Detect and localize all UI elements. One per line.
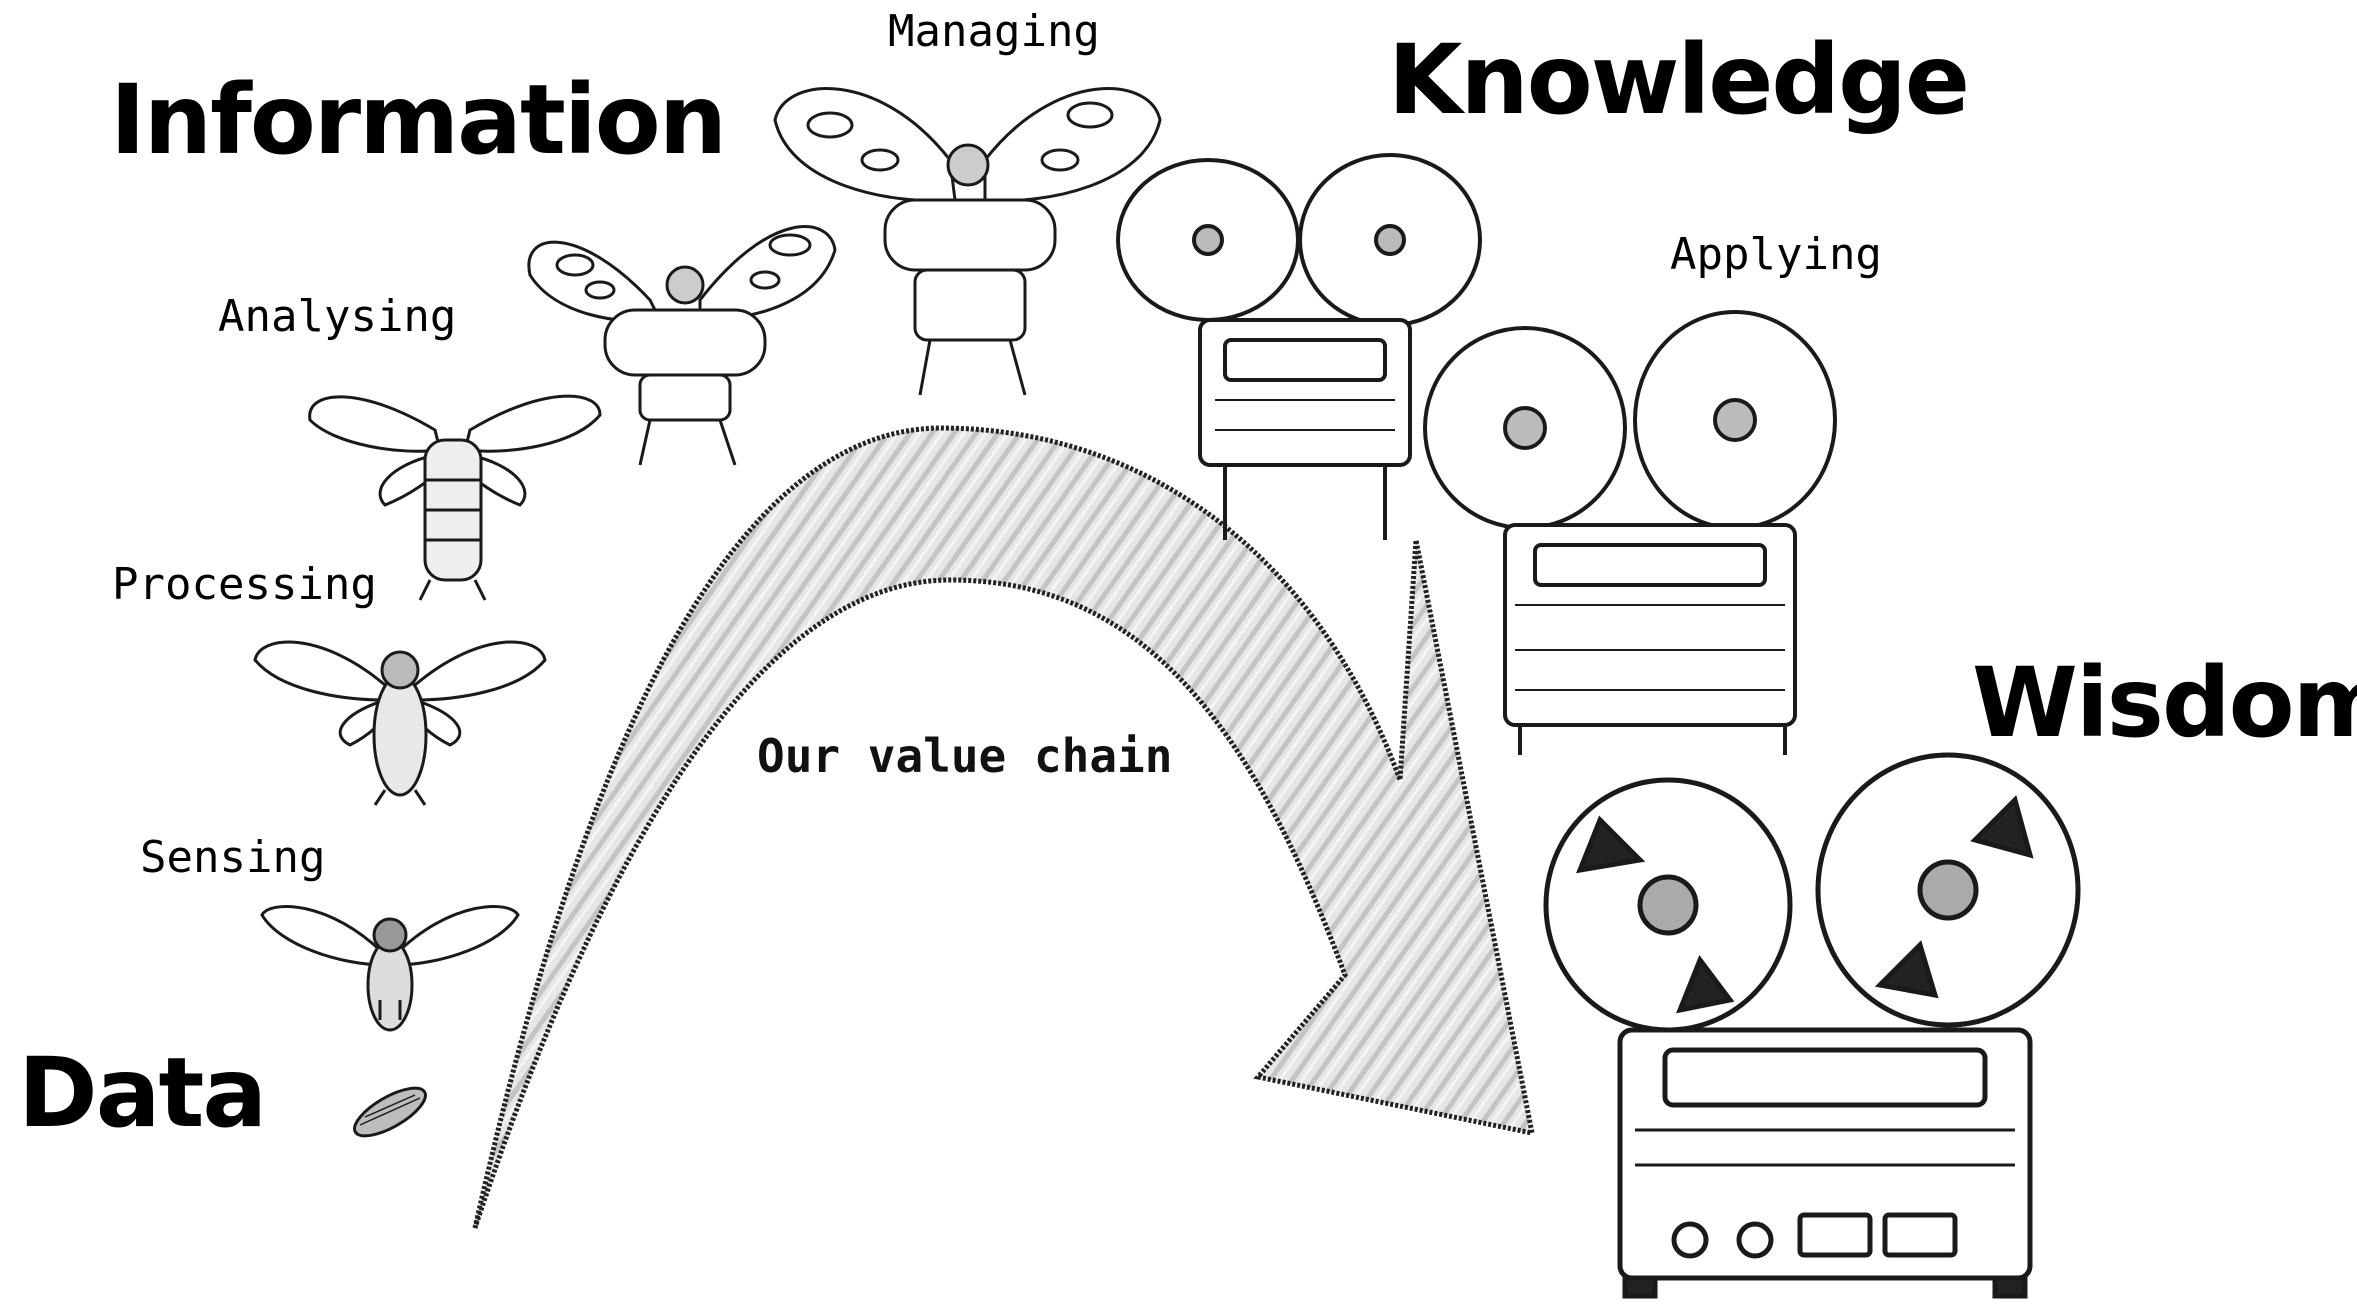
beetle-robot-icon (773, 87, 1162, 396)
beetle-icon (308, 394, 602, 601)
reel-to-reel-tape-recorder-icon (1543, 752, 2081, 1299)
heading-data: Data (18, 1037, 267, 1149)
egg-icon (353, 1086, 427, 1138)
heading-information: Information (110, 64, 727, 176)
value-chain-arrow (472, 425, 1536, 1229)
reel-to-reel-tape-recorder-icon (1116, 153, 1482, 540)
step-applying: Applying (1670, 229, 1882, 280)
value-chain-label: Our value chain (757, 729, 1173, 783)
reel-to-reel-tape-recorder-icon (1423, 310, 1837, 755)
cicada-icon (260, 905, 520, 1032)
winged-insect-icon (253, 640, 547, 806)
step-managing: Managing (888, 6, 1100, 57)
step-analysing: Analysing (218, 291, 457, 342)
beetle-robot-icon (527, 225, 837, 466)
step-processing: Processing (112, 559, 377, 610)
step-sensing: Sensing (140, 832, 326, 883)
heading-knowledge: Knowledge (1388, 24, 1970, 136)
heading-wisdom: Wisdom (1972, 647, 2357, 759)
